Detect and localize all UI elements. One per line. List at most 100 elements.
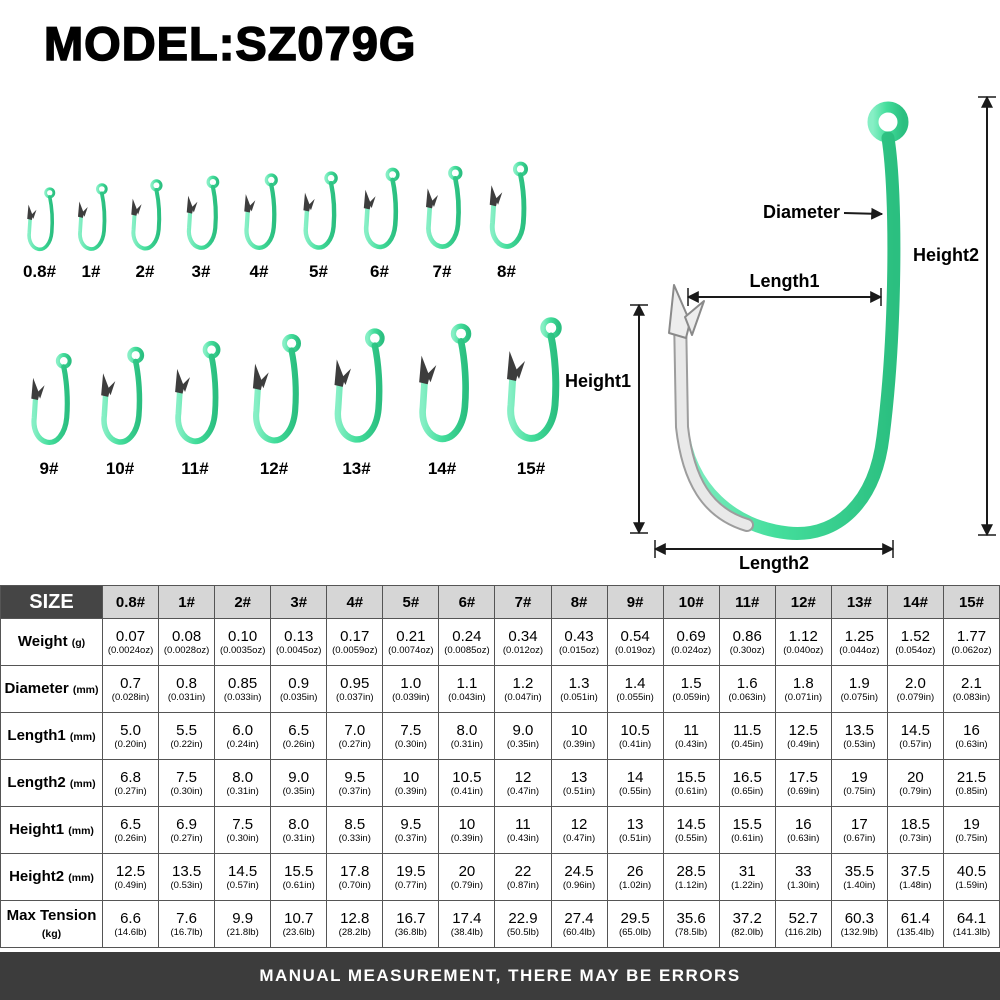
value-cell: 1.5(0.059in) <box>662 665 720 713</box>
hook-size-label: 13# <box>342 459 371 478</box>
value-cell: 60.3(132.9lb) <box>830 900 888 948</box>
value-cell: 12.5(0.49in) <box>774 712 832 760</box>
value-cell: 6.6(14.6lb) <box>101 900 160 948</box>
hook-icon <box>18 186 61 258</box>
hook-item: 11# <box>160 339 230 479</box>
disclaimer-bar: MANUAL MEASUREMENT, THERE MAY BE ERRORS <box>0 952 1000 1000</box>
value-cell: 31(1.22in) <box>718 853 776 901</box>
hook-item: 6# <box>352 166 407 282</box>
table-row: Height1 (mm)6.5(0.26in)6.9(0.27in)7.5(0.… <box>0 806 1000 854</box>
value-cell: 22(0.87in) <box>494 853 552 901</box>
value-cell: 0.10(0.0035oz) <box>214 618 272 666</box>
column-header-cell: 2# <box>214 585 272 619</box>
hook-item: 10# <box>87 345 153 479</box>
value-cell: 8.0(0.31in) <box>270 806 328 854</box>
value-cell: 37.2(82.0lb) <box>718 900 776 948</box>
value-cell: 0.95(0.037in) <box>326 665 384 713</box>
value-cell: 10.5(0.41in) <box>606 712 664 760</box>
column-header-cell: 3# <box>270 585 328 619</box>
value-cell: 13(0.51in) <box>606 806 664 854</box>
value-cell: 11.5(0.45in) <box>718 712 776 760</box>
hook-icon <box>414 164 470 258</box>
column-header-cell: 15# <box>942 585 1000 619</box>
value-cell: 9.0(0.35in) <box>270 759 328 807</box>
hook-item: 0.8# <box>18 186 61 282</box>
value-cell: 12.8(28.2lb) <box>326 900 384 948</box>
value-cell: 7.5(0.30in) <box>382 712 440 760</box>
value-cell: 6.5(0.26in) <box>101 806 160 854</box>
value-cell: 21.5(0.85in) <box>942 759 1000 807</box>
value-cell: 17.4(38.4lb) <box>438 900 496 948</box>
value-cell: 0.17(0.0059oz) <box>326 618 384 666</box>
hook-item: 8# <box>477 160 536 282</box>
table-row: Height2 (mm)12.5(0.49in)13.5(0.53in)14.5… <box>0 853 1000 901</box>
value-cell: 0.43(0.015oz) <box>550 618 608 666</box>
hook-barb <box>684 300 705 336</box>
hook-icon <box>233 172 285 258</box>
hook-size-label: 2# <box>135 262 155 281</box>
value-cell: 35.5(1.40in) <box>830 853 888 901</box>
value-cell: 6.5(0.26in) <box>270 712 328 760</box>
row-label-cell: Diameter (mm) <box>0 665 103 713</box>
hook-tip <box>668 284 691 339</box>
disclaimer-text: MANUAL MEASUREMENT, THERE MAY BE ERRORS <box>259 966 741 985</box>
value-cell: 0.08(0.0028oz) <box>158 618 216 666</box>
value-cell: 19(0.75in) <box>942 806 1000 854</box>
hook-icon <box>176 174 226 258</box>
value-cell: 17.8(0.70in) <box>326 853 384 901</box>
hook-size-label: 15# <box>516 459 546 478</box>
value-cell: 1.25(0.044oz) <box>830 618 888 666</box>
hook-item: 5# <box>292 170 345 282</box>
value-cell: 0.8(0.031in) <box>158 665 216 713</box>
table-row: Diameter (mm)0.7(0.028in)0.8(0.031in)0.8… <box>0 665 1000 713</box>
value-cell: 16.7(36.8lb) <box>382 900 440 948</box>
column-header-cell: 13# <box>830 585 888 619</box>
value-cell: 1.52(0.054oz) <box>886 618 944 666</box>
hook-icon <box>18 351 80 455</box>
hook-diagram-graphic <box>630 95 996 558</box>
hook-item: 13# <box>318 326 395 479</box>
size-header-cell: SIZE <box>0 585 103 619</box>
value-cell: 12(0.47in) <box>550 806 608 854</box>
value-cell: 1.77(0.062oz) <box>942 618 1000 666</box>
value-cell: 0.21(0.0074oz) <box>382 618 440 666</box>
value-cell: 40.5(1.59in) <box>942 853 1000 901</box>
hook-wire <box>673 131 901 540</box>
value-cell: 6.9(0.27in) <box>158 806 216 854</box>
hook-size-label: 9# <box>39 459 59 478</box>
column-header-cell: 6# <box>438 585 496 619</box>
hook-row-2: 9#10#11#12#13#14#15# <box>18 315 573 479</box>
value-cell: 0.7(0.028in) <box>101 665 160 713</box>
column-header-cell: 11# <box>718 585 776 619</box>
hook-size-label: 3# <box>191 262 211 281</box>
value-cell: 16(0.63in) <box>774 806 832 854</box>
value-cell: 1.8(0.071in) <box>774 665 832 713</box>
row-label-cell: Height1 (mm) <box>0 806 103 854</box>
value-cell: 8.5(0.33in) <box>326 806 384 854</box>
value-cell: 1.6(0.063in) <box>718 665 776 713</box>
value-cell: 27.4(60.4lb) <box>550 900 608 948</box>
row-label-cell: Weight (g) <box>0 618 103 666</box>
value-cell: 7.5(0.30in) <box>214 806 272 854</box>
value-cell: 10(0.39in) <box>550 712 608 760</box>
hook-icon <box>160 339 230 455</box>
value-cell: 10(0.39in) <box>382 759 440 807</box>
value-cell: 24.5(0.96in) <box>550 853 608 901</box>
hook-size-label: 11# <box>181 459 209 478</box>
column-header-cell: 9# <box>606 585 664 619</box>
value-cell: 0.13(0.0045oz) <box>270 618 328 666</box>
column-header-cell: 5# <box>382 585 440 619</box>
value-cell: 16(0.63in) <box>942 712 1000 760</box>
value-cell: 14(0.55in) <box>606 759 664 807</box>
value-cell: 5.5(0.22in) <box>158 712 216 760</box>
value-cell: 9.9(21.8lb) <box>214 900 272 948</box>
value-cell: 10.5(0.41in) <box>438 759 496 807</box>
value-cell: 64.1(141.3lb) <box>942 900 1000 948</box>
hook-icon <box>68 182 114 258</box>
row-label-cell: Height2 (mm) <box>0 853 103 901</box>
hook-item: 12# <box>237 332 311 479</box>
hook-icon <box>292 170 345 258</box>
